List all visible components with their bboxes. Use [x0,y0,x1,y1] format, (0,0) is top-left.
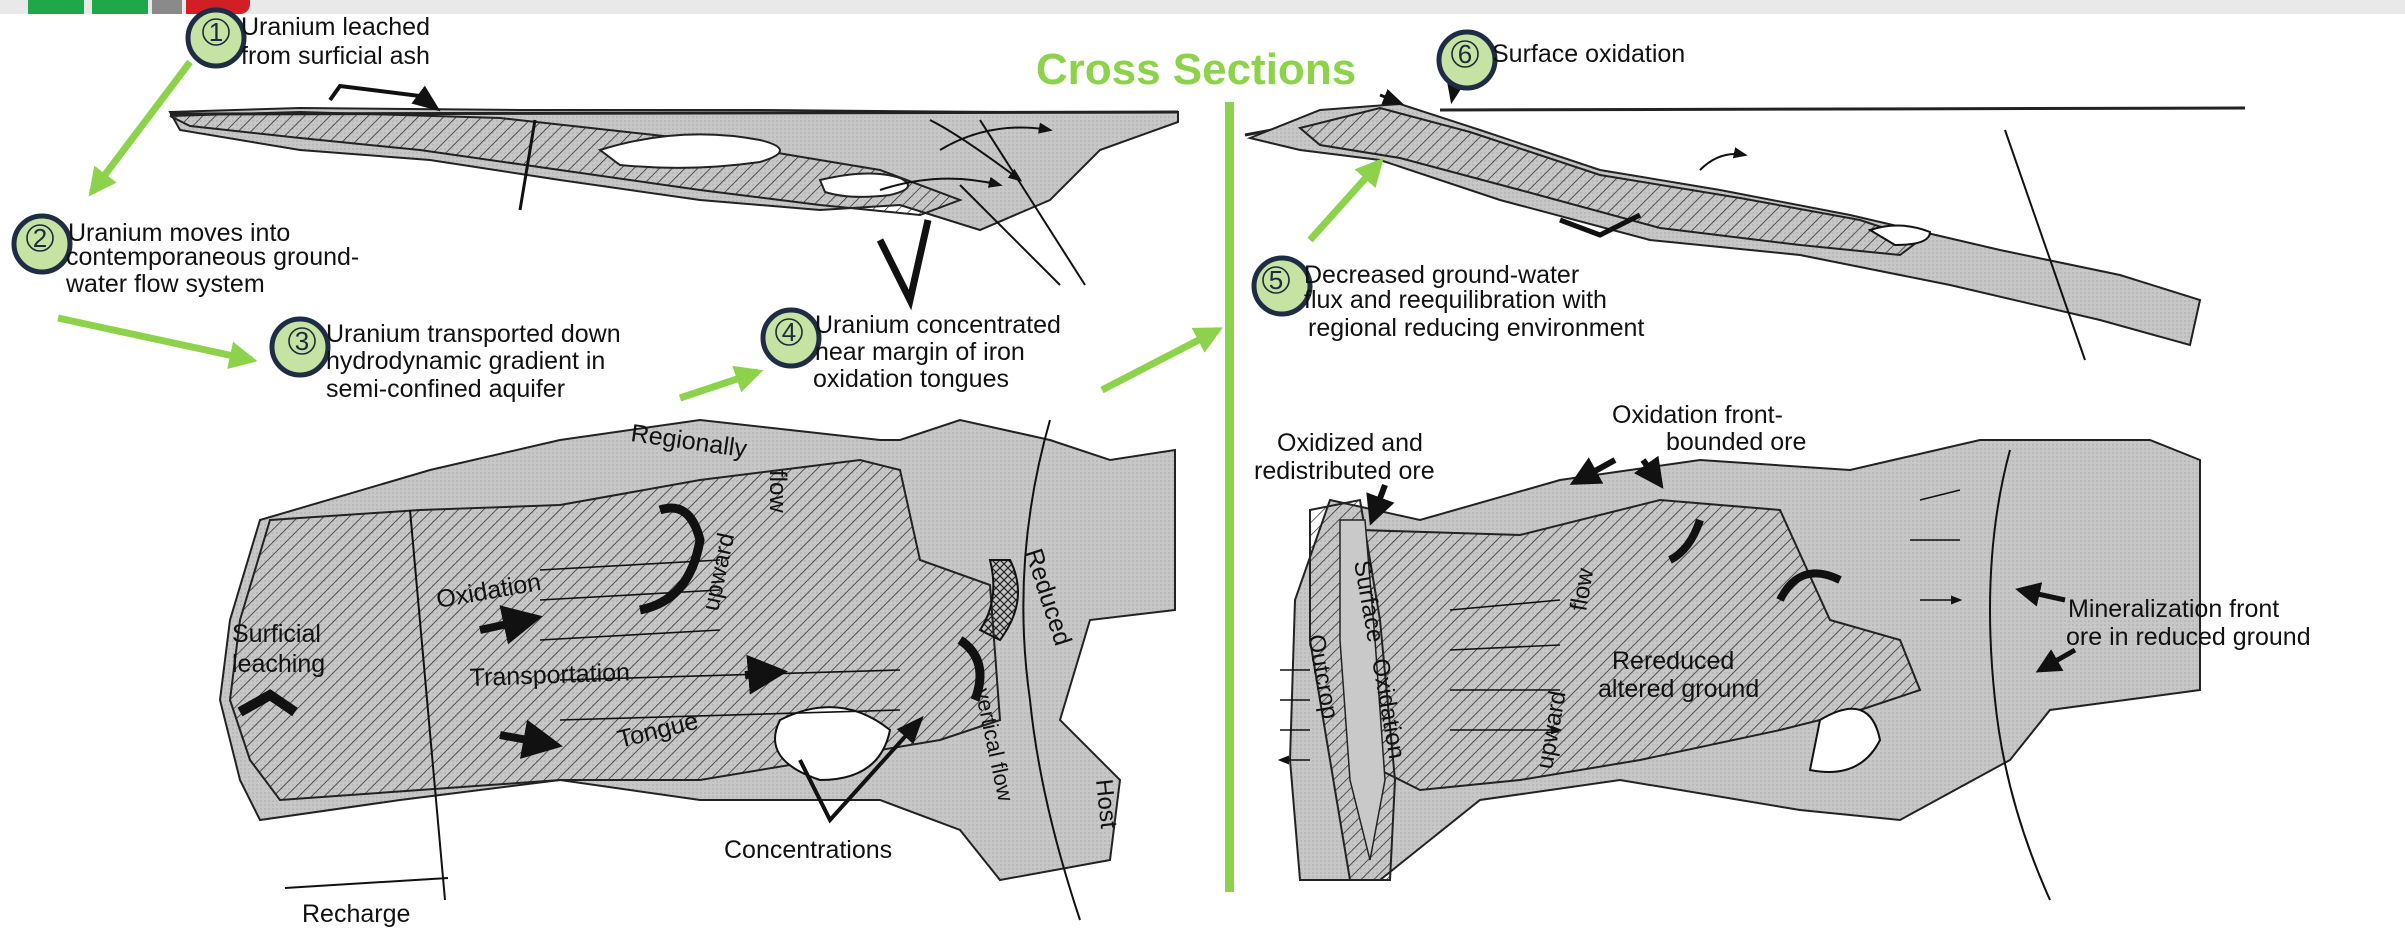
step-badge-3: 3 [272,319,328,375]
label-surficial: Surficial [232,620,321,648]
label-oxidized-1: Oxidized and [1277,429,1423,457]
label-host: Host [1090,778,1122,830]
step-3-line-2: hydrodynamic gradient in [326,347,605,375]
step-4-number: 4 [782,317,796,347]
step-4-caption: Uranium concentrated near margin of iron… [813,311,1061,393]
step-3-caption: Uranium transported down hydrodynamic gr… [326,320,621,403]
label-front-2: bounded ore [1666,428,1806,456]
step-3-line-3: semi-confined aquifer [326,375,565,403]
step-6-line-1: Surface oxidation [1492,40,1685,68]
step-4-line-2: near margin of iron [815,338,1025,366]
bottom-right-plan-view [1280,440,2200,900]
step-5-number: 5 [1269,265,1283,295]
step-5-line-2: flux and reequilibration with [1304,286,1607,314]
step-2-number: 2 [33,223,47,253]
label-concentrations: Concentrations [724,836,892,864]
step-4-line-1: Uranium concentrated [815,311,1061,339]
step-5-line-3: regional reducing environment [1308,314,1644,342]
step-badge-1: 1 [188,10,244,66]
label-rereduced-1: Rereduced [1612,647,1734,675]
step-2-caption: Uranium moves into contemporaneous groun… [65,219,359,298]
step-2-line-2: contemporaneous ground- [66,243,359,271]
step-5-caption: Decreased ground-water flux and reequili… [1304,261,1644,342]
step-3-line-1: Uranium transported down [326,320,621,348]
label-oxidized-2: redistributed ore [1254,457,1435,485]
label-leaching: leaching [232,650,325,678]
step-2-line-3: water flow system [65,270,265,298]
label-rereduced-2: altered ground [1598,675,1759,703]
step-3-number: 3 [295,326,309,356]
step-1-line-2: from surficial ash [241,42,430,70]
label-recharge: Recharge [302,900,410,928]
label-transportation: Transportation [469,658,630,692]
step-4-line-3: oxidation tongues [813,365,1009,393]
page-title: Cross Sections [1036,45,1356,94]
step-badge-5: 5 [1254,258,1310,314]
step-5-line-1: Decreased ground-water [1304,261,1579,289]
step-badge-4: 4 [763,310,819,366]
step-1-line-1: Uranium leached [241,13,430,41]
label-flow-left: flow [764,470,791,513]
step-badge-6: 6 [1439,32,1495,88]
step-1-caption: Uranium leached from surficial ash [241,13,430,70]
step-6-caption: Surface oxidation [1492,40,1685,68]
step-6-number: 6 [1458,39,1472,69]
step-badge-2: 2 [14,216,70,272]
bottom-left-plan-view [220,420,1175,920]
center-divider [1225,102,1234,892]
label-mineralization-2: ore in reduced ground [2066,623,2311,651]
label-mineralization-1: Mineralization front [2068,595,2279,623]
label-front-1: Oxidation front- [1612,401,1783,429]
step-1-number: 1 [209,17,223,47]
